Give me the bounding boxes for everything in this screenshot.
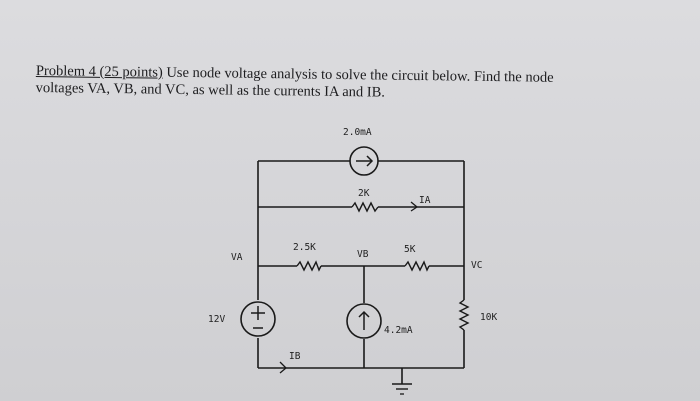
top-source-label: 2.0mA: [343, 127, 372, 138]
voltage-source-12v: [240, 301, 276, 337]
r-left-label: 2.5K: [293, 242, 316, 253]
ib-label: IB: [289, 351, 301, 362]
ib-arrow-icon: [279, 361, 287, 374]
ia-label: IA: [419, 195, 431, 206]
resistor-2-5k: [296, 260, 322, 272]
r-top-label: 2K: [358, 188, 370, 199]
node-c-label: VC: [471, 260, 482, 271]
current-source-bottom: [346, 303, 382, 339]
resistor-10k: [458, 299, 470, 331]
resistor-2k: [351, 201, 379, 213]
resistor-5k: [404, 260, 430, 272]
circuit-wires: [257, 160, 465, 384]
current-source-label: 4.2mA: [384, 325, 413, 336]
current-source-top: [349, 146, 379, 176]
r-c-label: 10K: [480, 312, 497, 323]
r-right-label: 5K: [404, 244, 416, 255]
node-a-label: VA: [231, 252, 243, 263]
voltage-source-label: 12V: [208, 314, 225, 325]
node-b-label: VB: [357, 249, 369, 260]
ground-icon: [392, 383, 412, 395]
ia-arrow-icon: [410, 201, 419, 212]
